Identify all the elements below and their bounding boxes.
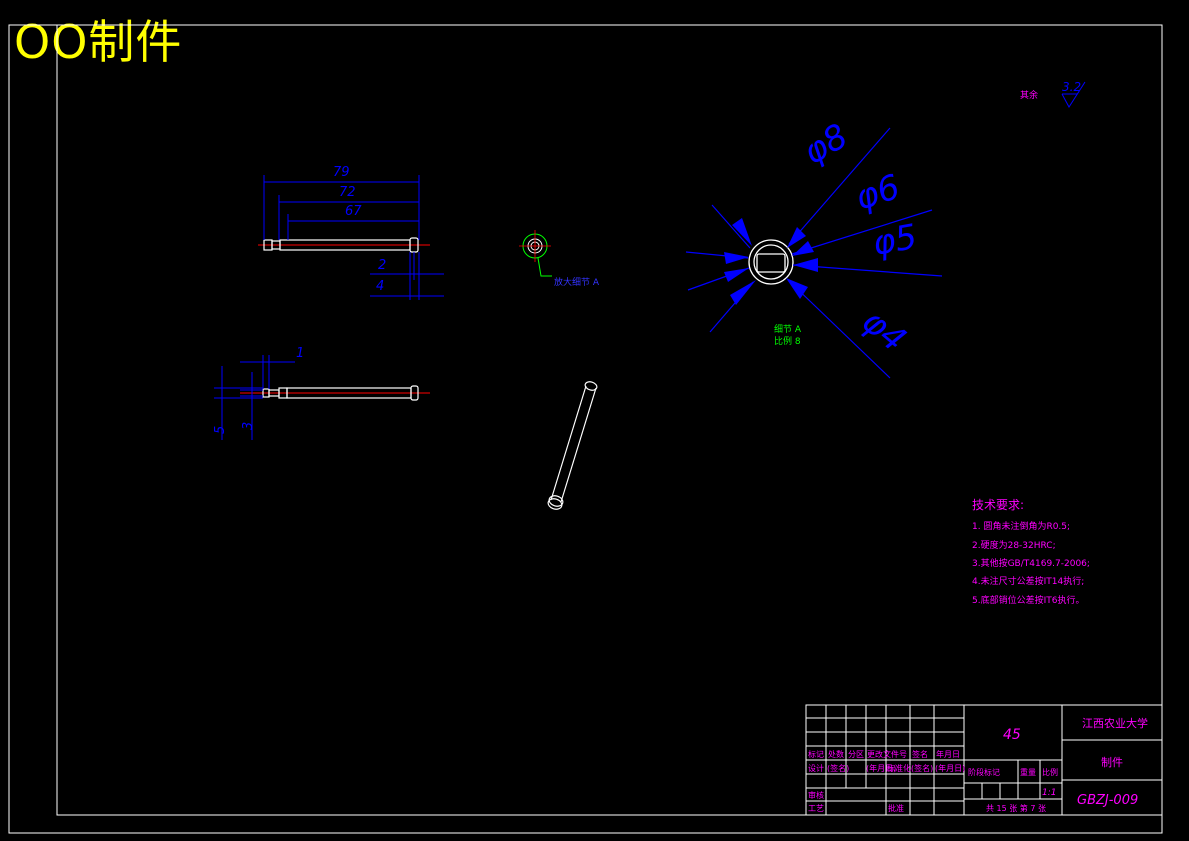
detail-a-view: φ8 φ6 φ5 φ4 细节 A 比例 8 [685, 116, 943, 379]
dim-72: 72 [339, 185, 356, 200]
tb-label-sign: 签名 [912, 749, 928, 759]
diameter-6-label: φ6 [850, 167, 904, 219]
outer-frame [8, 24, 1163, 834]
tech-title: 技术要求: [972, 498, 1024, 512]
watermark-text: OO制件 [14, 15, 183, 69]
tb-label-approve: 批准 [888, 803, 904, 813]
tb-label-review: 审核 [808, 790, 824, 800]
diameter-8-label: φ8 [797, 116, 855, 173]
tb-label-doc: 更改文件号 [867, 749, 907, 759]
tech-item: 5.底部销位公差按IT6执行。 [972, 594, 1084, 606]
sheet-count: 共 15 张 第 7 张 [986, 803, 1046, 813]
technical-requirements: 技术要求: 1. 圆角未注倒角为R0.5; 2.硬度为28-32HRC; 3.其… [972, 498, 1090, 606]
tb-label-craft: 工艺 [808, 804, 824, 813]
tech-item: 4.未注尺寸公差按IT14执行; [972, 575, 1084, 587]
dim-4: 4 [376, 279, 384, 294]
drawing-number: GBZJ-009 [1077, 793, 1138, 808]
tb-label-zone: 分区 [848, 750, 864, 759]
part-name: 制件 [1101, 756, 1123, 769]
dim-2: 2 [378, 258, 386, 273]
dim-67: 67 [345, 204, 362, 219]
tb-label-weight: 重量 [1020, 767, 1036, 777]
roughness-label: 其余 [1020, 89, 1038, 101]
dim-3: 3 [241, 422, 256, 430]
detail-a-scale: 比例 8 [774, 335, 801, 347]
end-view: 放大细节 A [519, 230, 600, 288]
tb-label-date3: (年月日) [935, 763, 965, 773]
title-block [805, 704, 1163, 816]
roughness-value: 3.2 [1062, 80, 1081, 94]
pin-isometric-view [547, 381, 598, 510]
tb-label-ratio: 比例 [1042, 767, 1058, 777]
school-name: 江西农业大学 [1082, 716, 1148, 730]
title-block-text: 标记 处数 分区 更改文件号 签名 年月日 设计 (签名) (年月日) 标准化 … [808, 716, 1148, 813]
dim-1: 1 [296, 346, 304, 361]
tb-label-stage: 阶段标记 [968, 767, 1000, 777]
tb-label-mark: 标记 [808, 749, 824, 759]
detail-a-callout: 放大细节 A [554, 276, 600, 288]
tech-item: 2.硬度为28-32HRC; [972, 539, 1056, 551]
shaft-section-view: 1 5 3 [213, 346, 430, 440]
tb-label-sign2: (签名) [827, 763, 849, 773]
scale-value: 1:1 [1042, 788, 1056, 798]
dim-79: 79 [333, 165, 350, 180]
tb-label-date2: (年月日) [866, 763, 896, 773]
tb-label-sign3: (签名) [911, 763, 933, 773]
tb-label-date: 年月日 [936, 749, 960, 759]
shaft-top-view: 79 72 67 2 4 [258, 165, 444, 300]
surface-roughness: 其余 3.2 [1020, 80, 1086, 108]
tb-label-count: 处数 [828, 749, 844, 759]
tb-label-std: 标准化 [887, 763, 911, 773]
tb-label-design: 设计 [808, 763, 824, 773]
diameter-5-label: φ5 [870, 217, 920, 264]
tech-item: 1. 圆角未注倒角为R0.5; [972, 520, 1070, 532]
material-value: 45 [1003, 727, 1021, 743]
inner-frame [56, 24, 1163, 816]
detail-a-title: 细节 A [774, 323, 802, 335]
tech-item: 3.其他按GB/T4169.7-2006; [972, 557, 1090, 569]
dim-5: 5 [213, 426, 228, 434]
